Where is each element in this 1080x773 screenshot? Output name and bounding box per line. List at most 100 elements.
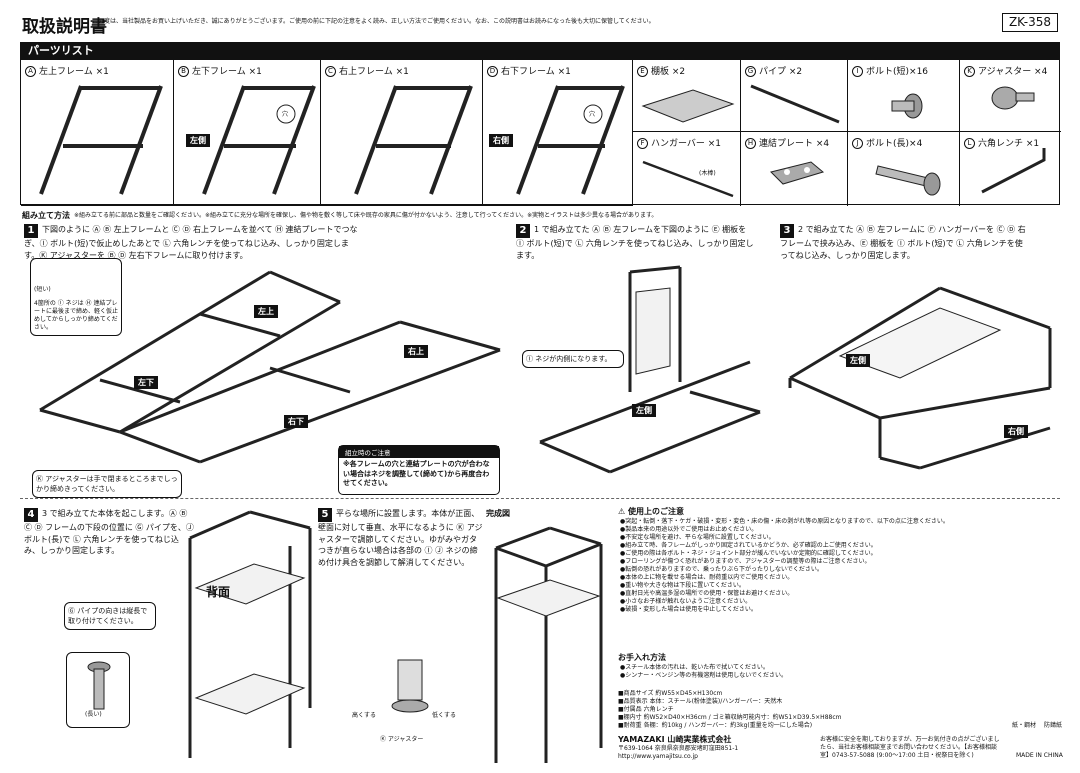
left-side-badge: 左側	[186, 134, 210, 147]
hanger-bar-illustration	[642, 160, 734, 198]
part-label: 右下フレーム ×1	[501, 67, 571, 77]
specs-list: ■商品サイズ 約W55×D45×H130cm■品質表示 本体：スチール(粉体塗装…	[618, 690, 1018, 730]
long-bolt-illustration	[875, 165, 941, 196]
part-letter: G	[745, 66, 756, 77]
step2-text: 1 で組み立てた Ⓐ Ⓑ 左フレームを下図のように Ⓔ 棚板を Ⓘ ボルト(短)…	[516, 225, 754, 260]
step-number: 2	[516, 224, 530, 238]
bolt-long-callout: (長い)	[66, 652, 130, 728]
part-letter: E	[637, 66, 648, 77]
frame-a-illustration	[39, 85, 163, 195]
parts-list-heading: パーツリスト	[20, 42, 1060, 59]
part-label: アジャスター ×4	[978, 67, 1048, 77]
contact-info: お客様に安全を期しておりますが、万一お気付きの点がございましたら、当社お客様相談…	[820, 736, 1000, 759]
part-label: 棚板 ×2	[651, 67, 686, 77]
label-bottom-left: 左下	[134, 376, 158, 389]
frame-b-illustration	[202, 85, 316, 195]
part-label: 左上フレーム ×1	[39, 67, 109, 77]
part-letter: I	[852, 66, 863, 77]
caution-text: ※各フレームの穴と連結プレートの穴が合わない場合はネジを調整して(締めて)から再…	[343, 460, 490, 487]
pipe-orientation-note: Ⓖ パイプの向きは縦長で取り付けてください。	[64, 602, 156, 630]
list-item: ●小さなお子様が触れないようご注意ください。	[620, 598, 752, 605]
bolt-short-callout: (短い) 4箇所の Ⓘ ネジは Ⓗ 連結プレートに最後まで締め、軽く仮止めしてか…	[30, 258, 122, 336]
company-address: 〒639-1064 奈良県奈良郡安堵町窪田851-1	[618, 745, 739, 752]
back-label: 背面	[206, 585, 231, 599]
hole-label: 穴	[589, 111, 596, 118]
part-label: ボルト(短)×16	[866, 67, 929, 77]
frame-c-illustration	[354, 85, 473, 195]
part-letter: H	[745, 138, 756, 149]
assembly-note: ※組み立てる前に部品と数量をご確認ください。※組み立てに充分な場所を確保し、傷や…	[74, 212, 658, 219]
list-item: ●組み立て時、各フレームがしっかり固定されているかどうか、必ず確認の上ご使用くだ…	[620, 542, 877, 549]
part-letter: J	[852, 138, 863, 149]
part-label: ハンガーバー ×1	[651, 139, 722, 149]
caution-heading-text: 使用上のご注意	[627, 507, 684, 516]
bolt-short-note: 4箇所の Ⓘ ネジは Ⓗ 連結プレートに最後まで締め、軽く仮止めしてからしっかり…	[34, 300, 119, 331]
part-letter: L	[964, 138, 975, 149]
step-number: 3	[780, 224, 794, 238]
step4-illustration	[188, 510, 312, 758]
made-in-china: MADE IN CHINA	[1016, 752, 1063, 759]
list-item: ●フローリングが傷つく恐れがありますので、アジャスターの調整等の際はご注意くださ…	[620, 558, 871, 565]
step1-illustration	[39, 270, 501, 464]
bolt-long-label: (長い)	[85, 711, 102, 718]
list-item: ●シンナー・ベンジン等の有機溶剤は使用しないでください。	[620, 672, 788, 679]
step3-text: 2 で組み立てた Ⓐ Ⓑ 左フレームに Ⓕ ハンガーバーを Ⓒ Ⓓ 右フレームで…	[780, 225, 1026, 260]
list-item: ●不安定な場所を避け、平らな場所に設置してください。	[620, 534, 775, 541]
step3-illustration	[788, 286, 1052, 470]
list-item: ■付属品 六角レンチ	[618, 706, 674, 713]
part-label: 右上フレーム ×1	[339, 67, 409, 77]
caution-title: 組立時のご注意	[339, 446, 499, 458]
adjuster-illustration	[991, 86, 1035, 110]
part-label: ボルト(長)×4	[866, 139, 923, 149]
list-item: ●ご使用の際は各ボルト・ネジ・ジョイント部分が緩んでいないか定期的に確認してくだ…	[620, 550, 877, 557]
part-label: 連結プレート ×4	[759, 139, 830, 149]
hex-wrench-illustration	[981, 148, 1046, 194]
pipe-illustration	[750, 84, 840, 124]
short-bolt-illustration	[891, 93, 923, 119]
step-number: 5	[318, 508, 332, 522]
part-letter: K	[964, 66, 975, 77]
list-item: ●直射日光や高温多湿の場所での使用・保管はお避けください。	[620, 590, 794, 597]
model-number: ZK-358	[1002, 13, 1058, 32]
part-label: パイプ ×2	[759, 67, 803, 77]
long-bolt-icon	[87, 661, 111, 710]
raise-label: 高くする	[352, 712, 377, 719]
part-letter: C	[325, 66, 336, 77]
right-side-badge: 右側	[1004, 425, 1028, 438]
section-divider	[20, 498, 1060, 499]
label-top-right: 右上	[404, 345, 428, 358]
part-letter: A	[25, 66, 36, 77]
adjuster-closeup	[391, 659, 429, 713]
part-letter: B	[178, 66, 189, 77]
step1-text: 下図のように Ⓐ Ⓑ 左上フレームと Ⓒ Ⓓ 右上フレームを並べて Ⓗ 連結プレ…	[24, 225, 358, 260]
part-letter: F	[637, 138, 648, 149]
list-item: ●破損・変形した場合は使用を中止してください。	[620, 606, 757, 613]
step5-text: 平らな場所に設置します。本体が正面、壁面に対して垂直、水平になるように Ⓚ アジ…	[318, 509, 483, 567]
step2-illustration	[539, 265, 761, 474]
left-side-badge: 左側	[632, 404, 656, 417]
part-letter: D	[487, 66, 498, 77]
step4-text: 3 で組み立てた本体を起こします。Ⓐ Ⓑ Ⓒ Ⓓ フレームの下段の位置に Ⓖ パ…	[24, 509, 194, 555]
adjuster-label: Ⓚ アジャスター	[380, 736, 424, 743]
list-item: ●重い物や大きな物は下段に置いてください。	[620, 582, 745, 589]
right-side-badge: 右側	[489, 134, 513, 147]
left-side-badge: 左側	[846, 354, 870, 367]
company-url: http://www.yamajitsu.co.jp	[618, 753, 698, 760]
shelf-illustration	[641, 89, 735, 123]
label-bottom-right: 右下	[284, 415, 308, 428]
